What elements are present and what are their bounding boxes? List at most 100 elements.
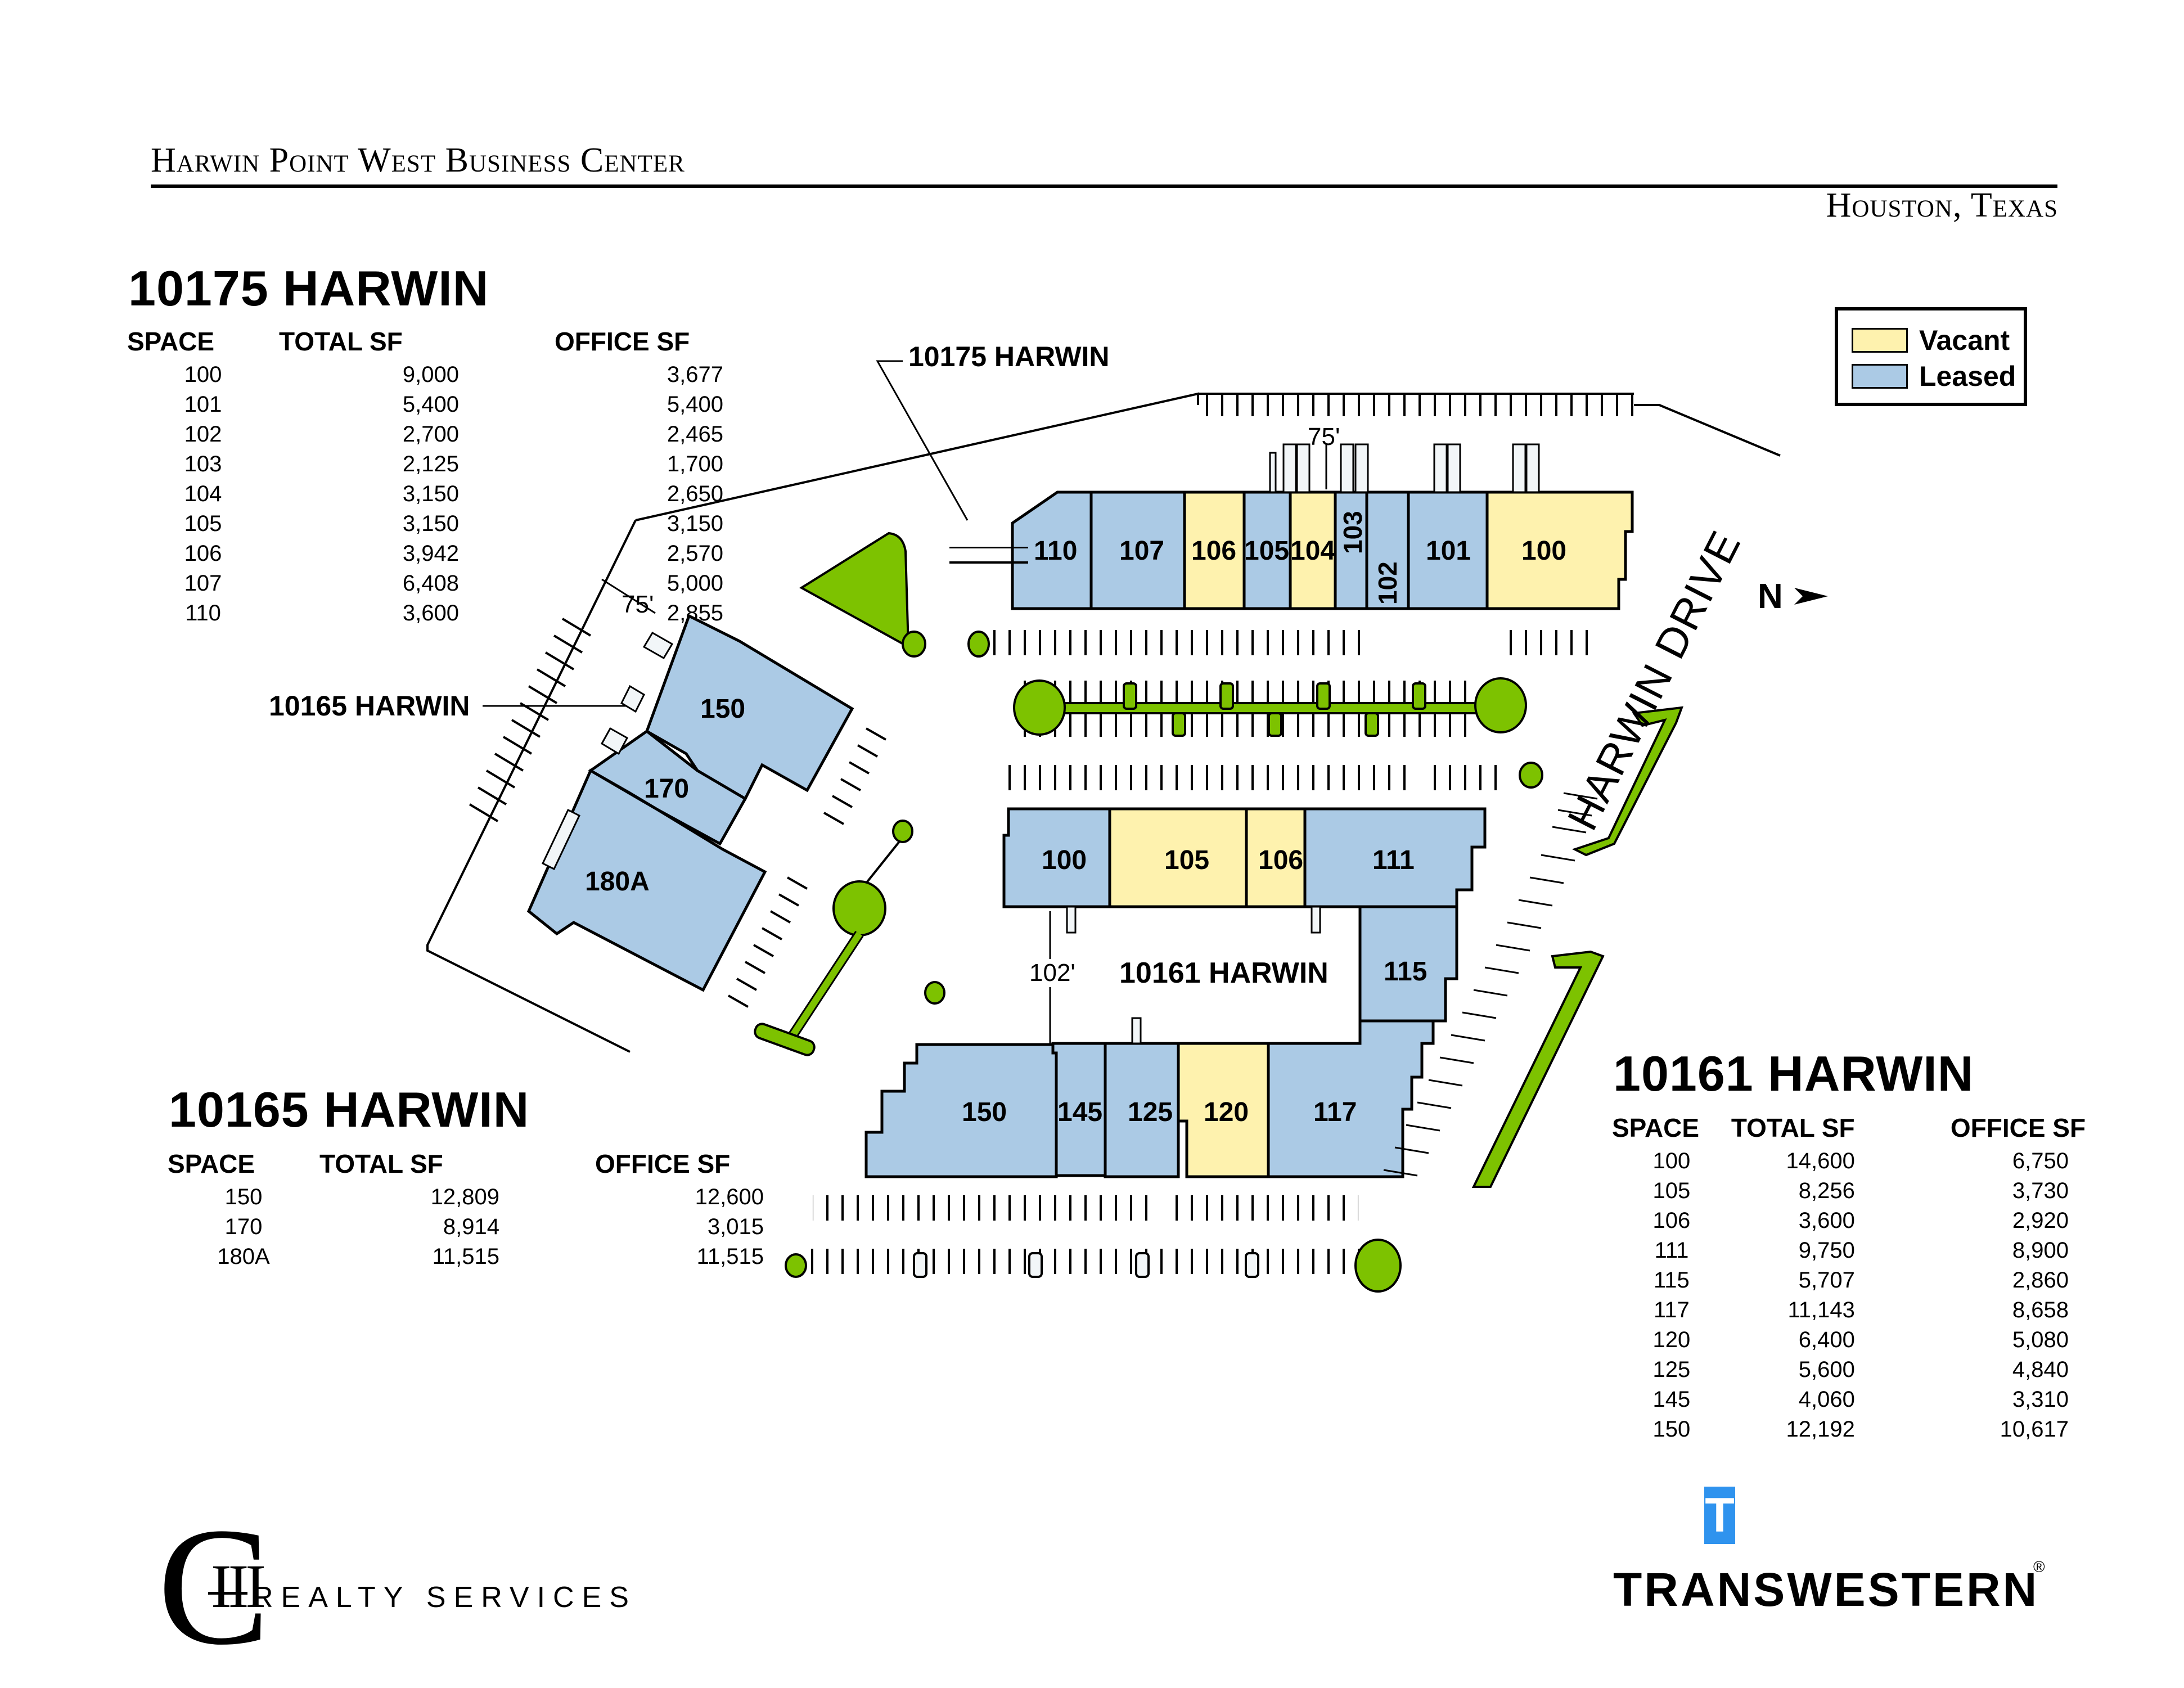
table-header-row: SPACE TOTAL SF OFFICE SF bbox=[1612, 1109, 2184, 1146]
transwestern-logo: T TRANSWESTERN ® bbox=[1609, 1479, 2059, 1648]
landscape-island bbox=[799, 532, 910, 649]
label-10175-harwin: 10175 HARWIN bbox=[908, 341, 1110, 372]
cell-total-sf: 8,256 bbox=[1798, 1178, 1855, 1203]
cell-total-sf: 4,060 bbox=[1798, 1387, 1855, 1412]
cell-office-sf: 5,080 bbox=[2012, 1327, 2069, 1352]
parking-stalls bbox=[963, 804, 986, 880]
chi-realty-logo: C III REALTY SERVICES bbox=[152, 1502, 714, 1671]
cell-space: 104 bbox=[184, 481, 222, 506]
unit-10175-103[interactable]: 103 bbox=[1338, 511, 1367, 554]
col-office-sf: OFFICE SF bbox=[595, 1149, 731, 1178]
unit-10165-170[interactable]: 170 bbox=[644, 774, 690, 804]
header-rule bbox=[151, 184, 2057, 188]
col-office-sf: OFFICE SF bbox=[555, 327, 690, 356]
cell-office-sf: 1,700 bbox=[667, 452, 723, 476]
cell-office-sf: 3,310 bbox=[2012, 1387, 2069, 1412]
building-10165 bbox=[526, 614, 854, 992]
unit-10161-111[interactable]: 111 bbox=[1372, 845, 1415, 875]
cell-total-sf: 3,150 bbox=[402, 481, 459, 506]
loading-docks bbox=[1269, 443, 1540, 493]
north-label: N bbox=[1758, 577, 1783, 616]
cell-office-sf: 3,677 bbox=[667, 362, 723, 387]
logo-text-realty-services: REALTY SERVICES bbox=[252, 1581, 637, 1614]
cell-space: 100 bbox=[184, 362, 222, 387]
cell-office-sf: 3,730 bbox=[2012, 1178, 2069, 1203]
unit-10161-145[interactable]: 145 bbox=[1057, 1097, 1103, 1127]
col-total-sf: TOTAL SF bbox=[1731, 1113, 1855, 1142]
cell-office-sf: 2,920 bbox=[2012, 1208, 2069, 1233]
col-space: SPACE bbox=[127, 327, 215, 356]
location-subtitle: Houston, Texas bbox=[1826, 186, 2058, 224]
unit-10175-107[interactable]: 107 bbox=[1119, 536, 1165, 566]
cell-space: 150 bbox=[1652, 1417, 1691, 1442]
unit-10161-125[interactable]: 125 bbox=[1128, 1097, 1173, 1127]
cell-space: 120 bbox=[1652, 1327, 1691, 1352]
cell-total-sf: 6,400 bbox=[1798, 1327, 1855, 1352]
cell-office-sf: 11,515 bbox=[696, 1244, 764, 1269]
cell-space: 106 bbox=[1652, 1208, 1691, 1233]
logo-text-transwestern: TRANSWESTERN bbox=[1613, 1563, 2039, 1616]
dimension-75ft-left: 75' bbox=[622, 591, 654, 618]
trademark-icon: ® bbox=[2033, 1558, 2045, 1576]
dimension-102ft: 102' bbox=[1029, 959, 1075, 987]
cell-office-sf: 3,015 bbox=[707, 1214, 764, 1239]
building-10161 bbox=[864, 807, 1487, 1178]
unit-10161-150[interactable]: 150 bbox=[962, 1097, 1007, 1127]
unit-10175-105[interactable]: 105 bbox=[1244, 536, 1290, 566]
cell-office-sf: 8,658 bbox=[2012, 1298, 2069, 1322]
unit-10175-110[interactable]: 110 bbox=[1034, 536, 1078, 566]
landscape-strip-bottom bbox=[785, 1239, 1402, 1293]
unit-10161-115[interactable]: 115 bbox=[1384, 957, 1428, 987]
cell-space: 150 bbox=[224, 1185, 263, 1209]
parking-stalls-angled bbox=[469, 618, 886, 1008]
cell-total-sf: 11,143 bbox=[1787, 1298, 1855, 1322]
cell-total-sf: 3,150 bbox=[402, 511, 459, 536]
parking-stalls bbox=[1431, 765, 1505, 790]
unit-10165-150[interactable]: 150 bbox=[700, 694, 746, 724]
cell-total-sf: 6,408 bbox=[402, 571, 459, 596]
table-title-10165: 10165 HARWIN bbox=[169, 1082, 530, 1137]
cell-total-sf: 12,192 bbox=[1786, 1417, 1855, 1442]
unit-10175-102[interactable]: 102 bbox=[1373, 561, 1402, 605]
cell-total-sf: 2,700 bbox=[402, 422, 459, 447]
cell-space: 100 bbox=[1652, 1149, 1691, 1173]
table-row: 120 6,400 5,080 bbox=[1612, 1325, 2184, 1355]
cell-space: 107 bbox=[184, 571, 222, 596]
unit-10161-100[interactable]: 100 bbox=[1042, 845, 1087, 875]
unit-10175-104[interactable]: 104 bbox=[1290, 536, 1336, 566]
cell-office-sf: 12,600 bbox=[695, 1185, 764, 1209]
cell-space: 180A bbox=[217, 1244, 270, 1269]
parking-stalls bbox=[1167, 1195, 1358, 1221]
cell-total-sf: 3,600 bbox=[1798, 1208, 1855, 1233]
unit-10161-117[interactable]: 117 bbox=[1313, 1097, 1357, 1127]
unit-10175-106[interactable]: 106 bbox=[1191, 536, 1237, 566]
table-header-row: SPACE TOTAL SF OFFICE SF bbox=[168, 1145, 879, 1182]
harwin-drive-median bbox=[1471, 706, 1684, 1188]
building-10175 bbox=[1011, 490, 1634, 610]
col-space: SPACE bbox=[1612, 1113, 1700, 1142]
unit-10165-180a[interactable]: 180A bbox=[585, 867, 650, 897]
cell-total-sf: 5,400 bbox=[402, 392, 459, 417]
unit-10161-105[interactable]: 105 bbox=[1164, 845, 1210, 875]
unit-10175-100[interactable]: 100 bbox=[1521, 536, 1567, 566]
col-space: SPACE bbox=[168, 1149, 255, 1178]
unit-10175-101[interactable]: 101 bbox=[1426, 536, 1471, 566]
unit-10161-120[interactable]: 120 bbox=[1204, 1097, 1249, 1127]
cell-space: 105 bbox=[184, 511, 222, 536]
unit-10161-106[interactable]: 106 bbox=[1258, 845, 1304, 875]
